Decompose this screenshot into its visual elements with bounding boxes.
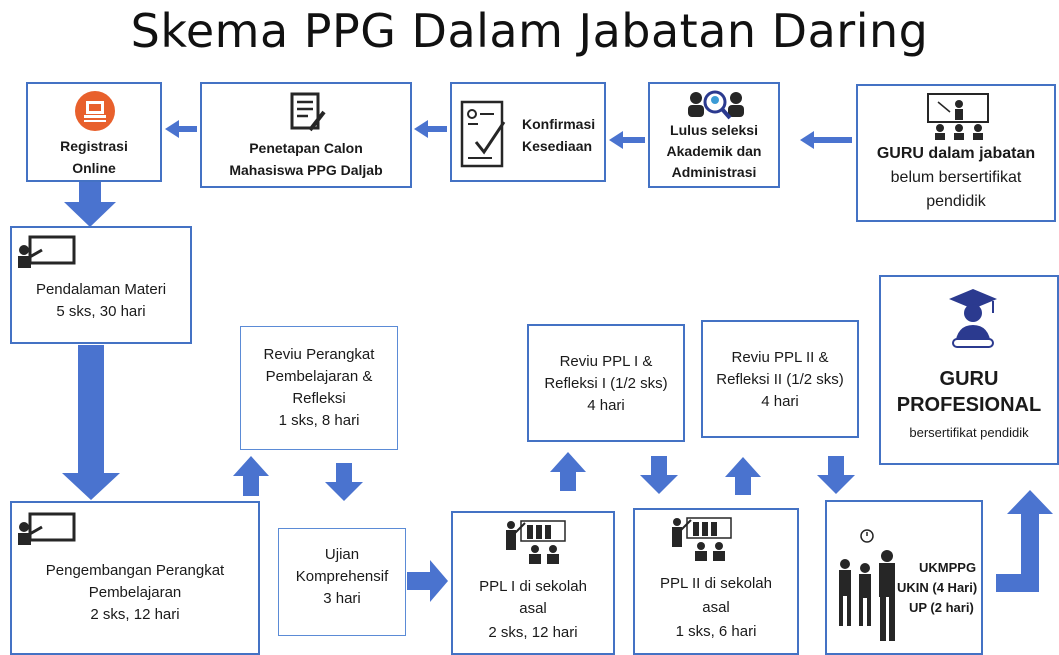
step-lulus-seleksi: Lulus seleksi Akademik dan Administrasi: [648, 82, 780, 188]
graduate-icon: [949, 289, 997, 348]
people-search-icon: [688, 90, 744, 120]
lulus-line2: Akademik dan: [666, 143, 762, 159]
lulus-line3: Administrasi: [671, 164, 757, 180]
ppl1-line3: 2 sks, 12 hari: [488, 624, 578, 641]
step-reviu-ppl-2: Reviu PPL II & Refleksi II (1/2 sks) 4 h…: [701, 320, 859, 438]
ppl1-line2: asal: [519, 600, 547, 617]
penetapan-line2: Mahasiswa PPG Daljab: [229, 162, 383, 178]
registrasi-line1: Registrasi: [60, 138, 128, 154]
reviu-ppl1-line3: 4 hari: [587, 397, 625, 414]
konfirmasi-line2: Kesediaan: [522, 138, 593, 154]
teacher-board-icon: [18, 235, 76, 268]
step-reviu-ppl-1: Reviu PPL I & Refleksi I (1/2 sks) 4 har…: [527, 324, 685, 442]
step-ujian-komprehensif: Ujian Komprehensif 3 hari: [278, 528, 406, 636]
arrow-lulus-to-konfirmasi: [609, 131, 645, 149]
pengembangan-line1: Pengembangan Perangkat: [45, 562, 225, 579]
ppl1-line1: PPL I di sekolah: [479, 578, 587, 595]
class-teaching-icon: [672, 517, 732, 561]
ukmppg-line2: UKIN (4 Hari): [897, 580, 978, 595]
arrow-ukmppg-to-profesional: [996, 490, 1053, 592]
arrow-registrasi-to-pendalaman: [64, 182, 116, 227]
classroom-icon: [927, 93, 989, 140]
arrow-guru-to-lulus: [800, 131, 852, 149]
ppl2-line2: asal: [702, 599, 730, 616]
ujian-line1: Ujian: [324, 546, 360, 563]
reviu-ppl1-line2: Refleksi I (1/2 sks): [544, 375, 668, 392]
lulus-line1: Lulus seleksi: [670, 122, 758, 138]
step-registrasi-online: Registrasi Online: [26, 82, 162, 182]
profesional-line1: GURU: [939, 368, 999, 390]
ujian-line2: Komprehensif: [295, 568, 389, 585]
arrow-up-reviu-perangkat: [233, 456, 269, 496]
ukmppg-line3: UP (2 hari): [909, 600, 974, 615]
guru-title: GURU dalam jabatan: [876, 145, 1036, 162]
arrow-penetapan-to-registrasi: [165, 120, 197, 138]
teacher-board-icon: [18, 512, 76, 545]
reviu-ppl2-line3: 4 hari: [761, 393, 799, 410]
penetapan-line1: Penetapan Calon: [249, 140, 363, 156]
reviu-perangkat-line2: Pembelajaran &: [265, 368, 373, 385]
exam-students-icon: [839, 529, 895, 641]
diagram-title: Skema PPG Dalam Jabatan Daring: [130, 4, 929, 58]
arrow-konfirmasi-to-penetapan: [414, 120, 447, 138]
ppl2-line1: PPL II di sekolah: [659, 575, 772, 592]
guru-line3: pendidik: [926, 193, 986, 210]
register-online-icon: [75, 91, 115, 131]
step-guru-dalam-jabatan: GURU dalam jabatan belum bersertifikat p…: [856, 84, 1056, 222]
arrow-pendalaman-to-pengembangan: [62, 345, 120, 500]
ukmppg-line1: UKMPPG: [919, 560, 977, 575]
step-penetapan-calon: Penetapan Calon Mahasiswa PPG Daljab: [200, 82, 412, 188]
document-edit-icon: [290, 92, 326, 132]
reviu-ppl2-line1: Reviu PPL II &: [731, 349, 829, 366]
arrow-down-ujian: [325, 463, 363, 501]
ppl2-line3: 1 sks, 6 hari: [675, 623, 757, 640]
step-pengembangan-perangkat: Pengembangan Perangkat Pembelajaran 2 sk…: [10, 501, 260, 655]
step-konfirmasi-kesediaan: Konfirmasi Kesediaan: [450, 82, 606, 182]
arrow-up-reviu-ppl2: [725, 457, 761, 495]
reviu-ppl1-line1: Reviu PPL I &: [559, 353, 653, 370]
profesional-line3: bersertifikat pendidik: [909, 425, 1029, 440]
pendalaman-line1: Pendalaman Materi: [35, 281, 167, 298]
step-ppl-2: PPL II di sekolah asal 1 sks, 6 hari: [633, 508, 799, 655]
pengembangan-line2: Pembelajaran: [88, 584, 182, 601]
step-pendalaman-materi: Pendalaman Materi 5 sks, 30 hari: [10, 226, 192, 344]
pengembangan-line3: 2 sks, 12 hari: [90, 606, 180, 623]
guru-line2: belum bersertifikat: [890, 169, 1022, 186]
profesional-line2: PROFESIONAL: [896, 394, 1042, 416]
arrow-down-ukmppg: [817, 456, 855, 494]
arrow-up-reviu-ppl1: [550, 452, 586, 491]
reviu-ppl2-line2: Refleksi II (1/2 sks): [716, 371, 844, 388]
registrasi-line2: Online: [72, 160, 116, 176]
konfirmasi-line1: Konfirmasi: [522, 116, 596, 132]
step-ppl-1: PPL I di sekolah asal 2 sks, 12 hari: [451, 511, 615, 655]
arrow-down-ppl2: [640, 456, 678, 494]
reviu-perangkat-line3: Refleksi: [292, 390, 346, 407]
reviu-perangkat-line1: Reviu Perangkat: [263, 346, 375, 363]
arrow-ujian-to-ppl1: [407, 560, 448, 602]
reviu-perangkat-line4: 1 sks, 8 hari: [278, 412, 360, 429]
step-guru-profesional: GURU PROFESIONAL bersertifikat pendidik: [879, 275, 1059, 465]
step-reviu-perangkat: Reviu Perangkat Pembelajaran & Refleksi …: [240, 326, 398, 450]
checklist-icon: [460, 100, 506, 168]
pendalaman-line2: 5 sks, 30 hari: [56, 303, 146, 320]
class-teaching-icon: [506, 520, 566, 564]
step-ukmppg: UKMPPG UKIN (4 Hari) UP (2 hari): [825, 500, 983, 655]
ujian-line3: 3 hari: [323, 590, 361, 607]
